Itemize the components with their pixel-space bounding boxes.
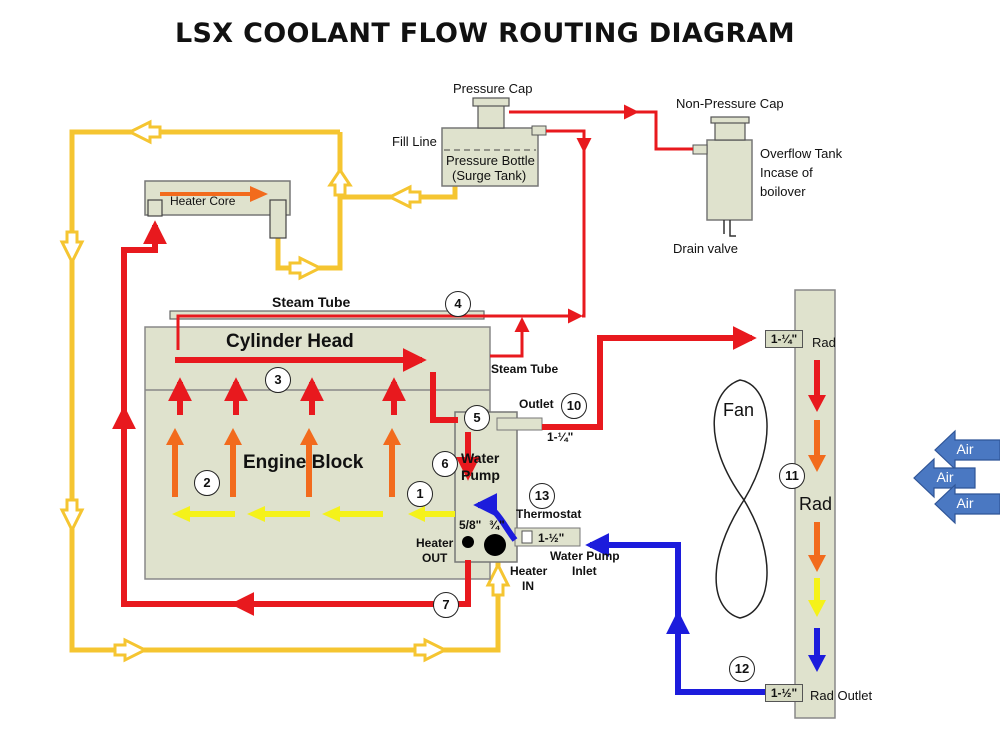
step-12: 12 — [729, 656, 755, 682]
outlet-label: Outlet — [519, 397, 554, 411]
step-13: 13 — [529, 483, 555, 509]
overflow-tank-label-2: Incase of — [760, 165, 813, 180]
heater-out-label: Heater — [416, 536, 454, 550]
engine-body — [144, 326, 581, 580]
thermostat-inlet-size: 1-½" — [538, 531, 565, 545]
water-pump-label: Water — [461, 450, 500, 466]
radiator-flow-arrows — [808, 360, 826, 672]
heater-core — [144, 180, 291, 239]
rad-outlet-label: Rad Outlet — [810, 688, 873, 703]
thermostat-label: Thermostat — [516, 507, 582, 521]
cold-return-lines — [473, 493, 765, 695]
fill-line-label: Fill Line — [392, 134, 437, 149]
heater-out-size: 5/8" — [459, 518, 482, 532]
non-pressure-cap-label: Non-Pressure Cap — [676, 96, 784, 111]
water-pump-inlet-label-2: Inlet — [572, 564, 597, 578]
engine-block-label: Engine Block — [243, 452, 364, 473]
air-label-2: Air — [936, 469, 954, 485]
steam-lines — [176, 104, 693, 358]
step-10: 10 — [561, 393, 587, 419]
water-pump-inlet-label: Water Pump — [550, 549, 620, 563]
hot-lines — [112, 220, 757, 616]
rad-inlet-fitting: 1-¼" — [765, 330, 803, 348]
rad-middle-label: Rad — [799, 494, 833, 514]
pressure-bottle-label: Pressure Bottle — [446, 153, 535, 168]
heater-core-label: Heater Core — [170, 194, 236, 208]
heater-in-label: Heater — [510, 564, 548, 578]
cylinder-head-label: Cylinder Head — [226, 331, 354, 352]
surge-tank-label: (Surge Tank) — [452, 168, 527, 183]
drain-valve-label: Drain valve — [673, 241, 739, 256]
step-11: 11 — [779, 463, 805, 489]
step-3: 3 — [265, 367, 291, 393]
water-pump-label-2: Pump — [461, 467, 500, 483]
step-4: 4 — [445, 291, 471, 317]
overflow-tank-label-3: boilover — [760, 184, 806, 199]
heater-in-label-2: IN — [522, 579, 534, 593]
heater-out-label-2: OUT — [422, 551, 448, 565]
fan-icon — [713, 379, 768, 619]
pressure-bottle — [441, 97, 547, 187]
step-1: 1 — [407, 481, 433, 507]
step-7: 7 — [433, 592, 459, 618]
air-label-3: Air — [956, 495, 974, 511]
air-arrows — [913, 429, 1000, 525]
overflow-tank-label: Overflow Tank — [760, 146, 843, 161]
step-6: 6 — [432, 451, 458, 477]
steam-tube-side-label: Steam Tube — [491, 362, 559, 376]
step-5: 5 — [464, 405, 490, 431]
heater-loop-flow-arrows — [59, 119, 511, 663]
heater-in-size: ¾" — [489, 518, 505, 532]
pressure-cap-label: Pressure Cap — [453, 81, 533, 96]
fan-label: Fan — [723, 400, 755, 420]
block-flow-arrows — [166, 428, 455, 522]
step-2: 2 — [194, 470, 220, 496]
steam-tube-top-label: Steam Tube — [272, 294, 351, 310]
page-title: LSX COOLANT FLOW ROUTING DIAGRAM — [175, 18, 795, 49]
rad-top-label: Rad — [812, 335, 836, 350]
overflow-tank — [692, 116, 753, 237]
air-label-1: Air — [956, 441, 974, 457]
outlet-size-label: 1-¼" — [547, 430, 574, 444]
rad-outlet-fitting: 1-½" — [765, 684, 803, 702]
